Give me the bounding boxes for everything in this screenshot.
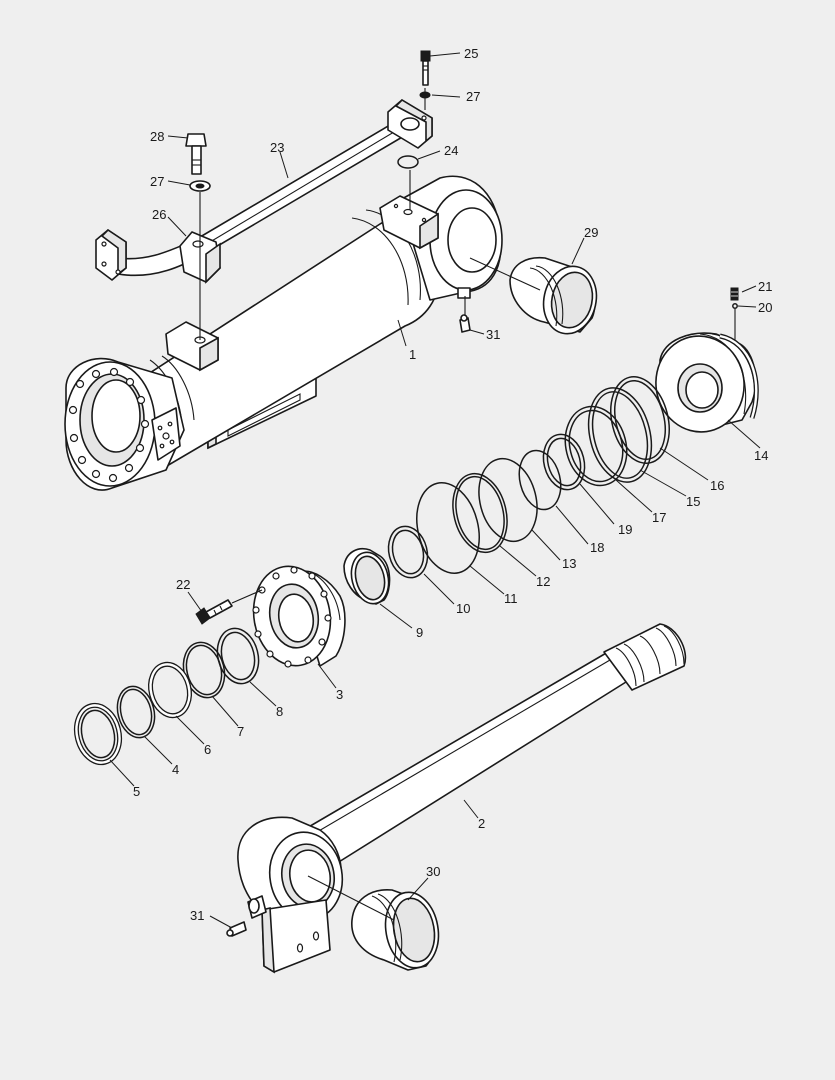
bolt-22 bbox=[195, 599, 233, 625]
ring-6 bbox=[148, 661, 192, 719]
callout-2: 2 bbox=[478, 816, 485, 831]
callout-9: 9 bbox=[416, 625, 423, 640]
callout-10: 10 bbox=[456, 601, 470, 616]
piston-rod bbox=[237, 623, 687, 974]
callout-26: 26 bbox=[152, 207, 166, 222]
ring-17 bbox=[564, 405, 628, 487]
piston bbox=[655, 332, 759, 433]
grease-nipple-31-upper bbox=[459, 314, 471, 333]
ring-10 bbox=[387, 525, 429, 579]
callout-14: 14 bbox=[754, 448, 768, 463]
bolt-25 bbox=[420, 50, 431, 86]
barrel-port-block bbox=[151, 407, 181, 461]
cylinder-head-flange bbox=[64, 357, 185, 491]
rear-bushing bbox=[509, 256, 598, 335]
ring-4 bbox=[116, 685, 156, 739]
callout-6: 6 bbox=[204, 742, 211, 757]
callout-labels: 25 27 24 28 27 26 23 29 31 1 21 20 14 16… bbox=[133, 46, 772, 923]
rod-bushing-30 bbox=[351, 889, 440, 971]
callout-25: 25 bbox=[464, 46, 478, 61]
rod-gland-3 bbox=[252, 565, 346, 668]
ring-11 bbox=[416, 482, 480, 574]
callout-12: 12 bbox=[536, 574, 550, 589]
screw-21 bbox=[730, 287, 739, 301]
leader-lines bbox=[109, 52, 761, 929]
pipe-assembly bbox=[95, 98, 433, 284]
callout-15: 15 bbox=[686, 494, 700, 509]
callout-27-lower: 27 bbox=[150, 174, 164, 189]
pipe-left-flange bbox=[95, 228, 127, 281]
callout-31-upper: 31 bbox=[486, 327, 500, 342]
callout-27-upper: 27 bbox=[466, 89, 480, 104]
callout-31-lower: 31 bbox=[190, 908, 204, 923]
callout-17: 17 bbox=[652, 510, 666, 525]
rod-bushing-9 bbox=[343, 548, 391, 605]
callout-28: 28 bbox=[150, 129, 164, 144]
ring-18 bbox=[518, 449, 562, 511]
cylinder-rear-eye bbox=[379, 175, 503, 301]
callout-16: 16 bbox=[710, 478, 724, 493]
callout-22: 22 bbox=[176, 577, 190, 592]
callout-7: 7 bbox=[237, 724, 244, 739]
oring-24 bbox=[397, 155, 419, 169]
ring-13 bbox=[478, 457, 538, 543]
ring-15 bbox=[587, 387, 653, 483]
callout-20: 20 bbox=[758, 300, 772, 315]
washer-27-lower bbox=[189, 180, 211, 192]
callout-8: 8 bbox=[276, 704, 283, 719]
barrel-clamp-block bbox=[165, 321, 219, 372]
ring-19 bbox=[542, 433, 586, 491]
ring-12 bbox=[452, 472, 508, 554]
grease-nipple-31-lower bbox=[226, 921, 247, 937]
washer-20 bbox=[732, 303, 738, 309]
callout-19: 19 bbox=[618, 522, 632, 537]
callout-30: 30 bbox=[426, 864, 440, 879]
cylinder-tube bbox=[64, 175, 503, 491]
callout-4: 4 bbox=[172, 762, 179, 777]
callout-23: 23 bbox=[270, 140, 284, 155]
wiper-5 bbox=[73, 702, 123, 766]
callout-3: 3 bbox=[336, 687, 343, 702]
callout-5: 5 bbox=[133, 784, 140, 799]
callout-1: 1 bbox=[409, 347, 416, 362]
pipe-right-flange bbox=[387, 98, 433, 149]
bolt-28 bbox=[185, 133, 207, 175]
callout-24: 24 bbox=[444, 143, 458, 158]
callout-13: 13 bbox=[562, 556, 576, 571]
callout-29: 29 bbox=[584, 225, 598, 240]
callout-11: 11 bbox=[504, 591, 518, 606]
callout-21: 21 bbox=[758, 279, 772, 294]
callout-18: 18 bbox=[590, 540, 604, 555]
